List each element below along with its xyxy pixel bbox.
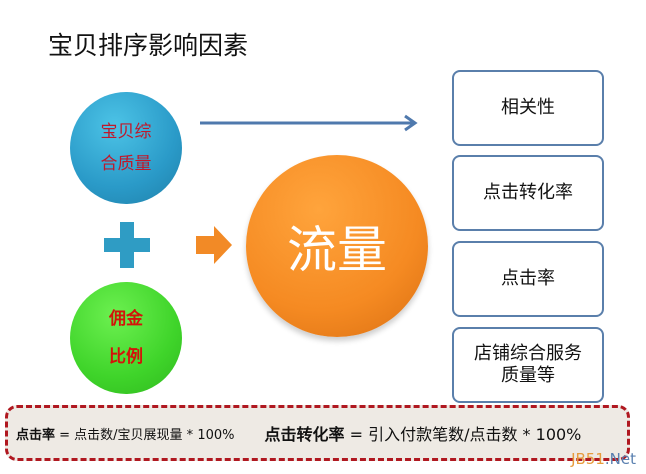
circle-label: 流量 xyxy=(287,221,387,279)
circle-label: 比例 xyxy=(109,347,143,367)
factor-box: 店铺综合服务质量等 xyxy=(452,327,604,403)
circle-label: 合质量 xyxy=(100,154,152,174)
plus-icon xyxy=(104,222,150,268)
factor-label: 质量等 xyxy=(501,365,555,386)
page-title: 宝贝排序影响因素 xyxy=(48,31,249,60)
arrow-right-icon xyxy=(196,226,232,264)
factor-label: 店铺综合服务 xyxy=(474,343,582,364)
ctr-expr: = 点击数/宝贝展现量 * 100% xyxy=(55,427,235,443)
formula-box: 点击率 = 点击数/宝贝展现量 * 100% 点击转化率 = 引入付款笔数/点击… xyxy=(5,405,630,461)
factor-label: 点击率 xyxy=(501,268,555,289)
factor-box: 点击转化率 xyxy=(452,155,604,231)
traffic-circle: 流量 xyxy=(246,155,428,337)
factor-box: 点击率 xyxy=(452,241,604,317)
ctr-label: 点击率 xyxy=(16,427,56,443)
commission-circle: 佣金 比例 xyxy=(70,282,182,394)
factor-label: 点击转化率 xyxy=(483,182,573,203)
watermark-b: .Net xyxy=(604,450,636,468)
ctr-formula: 点击率 = 点击数/宝贝展现量 * 100% xyxy=(16,424,234,443)
cvr-expr: = 引入付款笔数/点击数 * 100% xyxy=(344,425,582,444)
factor-box: 相关性 xyxy=(452,70,604,146)
circle-label: 佣金 xyxy=(109,309,143,329)
connector-arrow xyxy=(200,114,418,132)
circle-label: 宝贝综 xyxy=(100,122,152,142)
item-quality-circle: 宝贝综 合质量 xyxy=(70,92,182,204)
watermark-a: JB51 xyxy=(571,450,605,468)
factor-label: 相关性 xyxy=(501,97,555,118)
cvr-formula: 点击转化率 = 引入付款笔数/点击数 * 100% xyxy=(264,421,581,445)
watermark: JB51.Net xyxy=(571,450,636,468)
cvr-label: 点击转化率 xyxy=(264,425,345,444)
